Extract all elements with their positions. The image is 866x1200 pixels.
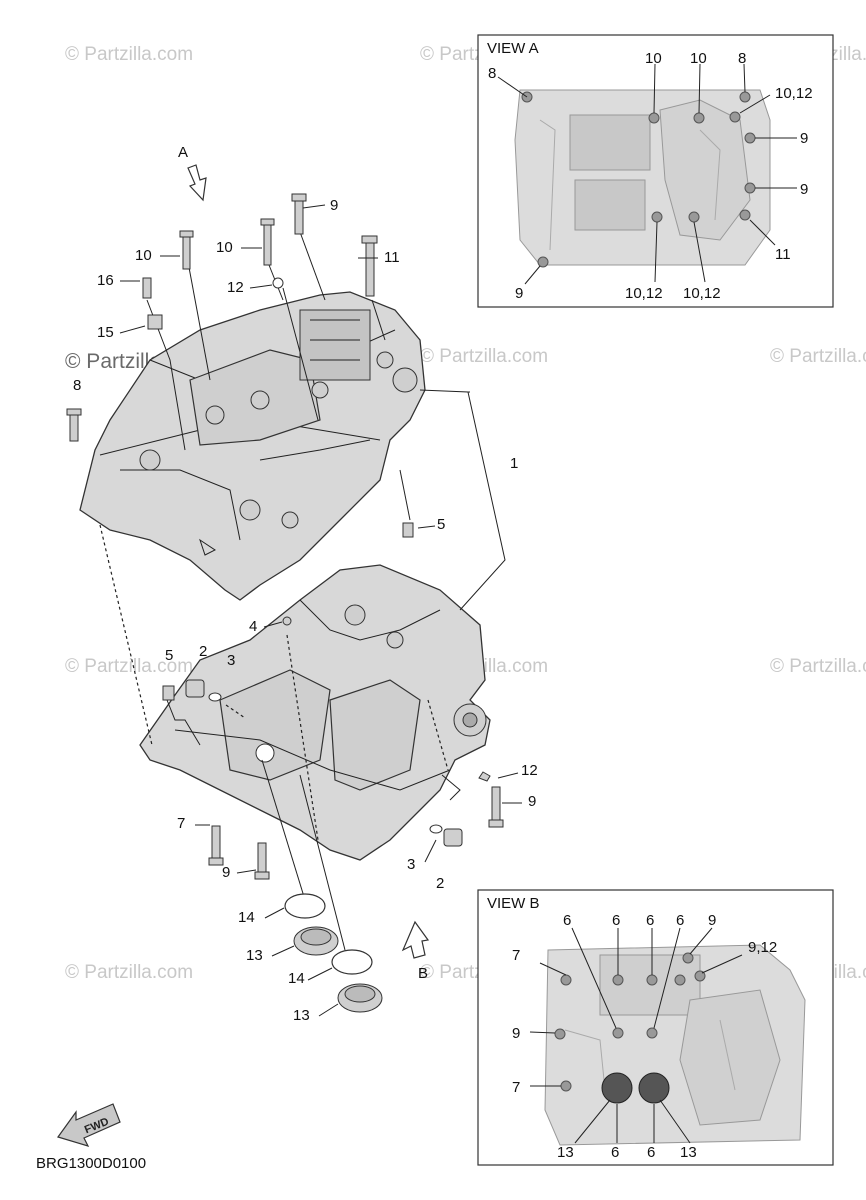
callout-label: 12 [227, 279, 244, 296]
callout-label: 4 [249, 618, 257, 635]
callout-label: 6 [563, 912, 571, 929]
callout-label: 9 [708, 912, 716, 929]
callout-label: 10,12 [683, 285, 721, 302]
callout-label: 2 [436, 875, 444, 892]
callout-label: 10,12 [625, 285, 663, 302]
callout-label: 10 [645, 50, 662, 67]
callout-label: 14 [238, 909, 255, 926]
view-a-inset: VIEW A 8 10 10 8 10,12 9 9 11 10,12 10,1… [477, 34, 834, 308]
callout-label: 6 [611, 1144, 619, 1161]
leader-lines [99, 231, 506, 951]
callout-label: 6 [647, 1144, 655, 1161]
callout-label: 9,12 [748, 939, 777, 956]
callout-label: 13 [680, 1144, 697, 1161]
callout-label: 3 [407, 856, 415, 873]
view-b-inset: VIEW B 7 6 6 6 6 9 9,12 9 7 13 6 6 [477, 889, 834, 1166]
callout-label: 10,12 [775, 85, 813, 102]
watermark: © Partzilla.com [770, 346, 866, 367]
callout-label: 14 [288, 970, 305, 987]
main-callouts: 9 10 10 11 16 12 15 8 1 5 4 5 2 3 12 9 7… [73, 197, 538, 1024]
callout-label: 9 [512, 1025, 520, 1042]
callout-label: 7 [512, 1079, 520, 1096]
diagram-code: BRG1300D0100 [36, 1155, 146, 1172]
watermark: © Partzilla.com [770, 656, 866, 677]
callout-label: 13 [246, 947, 263, 964]
callout-label: 11 [775, 246, 791, 263]
callout-label: 2 [199, 643, 207, 660]
callout-label: 6 [612, 912, 620, 929]
arrow-a-label: A [178, 144, 188, 161]
fwd-arrow: FWD [57, 1103, 121, 1147]
callout-label: 9 [528, 793, 536, 810]
callout-label: 1 [510, 455, 518, 472]
bolt-icon [294, 197, 304, 235]
fwd-arrow-icon [57, 1103, 121, 1147]
callout-label: 13 [293, 1007, 310, 1024]
callout-label: 9 [515, 285, 523, 302]
callout-label: 6 [646, 912, 654, 929]
callout-label: 8 [738, 50, 746, 67]
up-arrow-icon [401, 920, 430, 959]
callout-label: 9 [800, 181, 808, 198]
callout-label: 16 [97, 272, 114, 289]
view-a-arrow: A [178, 144, 207, 202]
bolts [66, 193, 504, 1013]
callout-label: 8 [73, 377, 81, 394]
watermark: © Partzilla.com [65, 656, 193, 677]
callout-label: 8 [488, 65, 496, 82]
callout-label: 3 [227, 652, 235, 669]
callout-label: 7 [177, 815, 185, 832]
view-a-title: VIEW A [487, 40, 539, 57]
callout-label: 6 [676, 912, 684, 929]
callout-label: 9 [330, 197, 338, 214]
callout-label: 12 [521, 762, 538, 779]
watermark: © Partzilla.com [420, 346, 548, 367]
watermark: © Partzilla.com [65, 44, 193, 65]
callout-label: 10 [690, 50, 707, 67]
down-arrow-icon [187, 164, 207, 202]
callout-label: 11 [384, 249, 400, 266]
callout-label: 5 [165, 647, 173, 664]
callout-label: 10 [216, 239, 233, 256]
callout-label: 9 [222, 864, 230, 881]
callout-label: 5 [437, 516, 445, 533]
watermark: © Partzilla.com [65, 962, 193, 983]
callout-label: 9 [800, 130, 808, 147]
callout-label: 15 [97, 324, 114, 341]
lower-crankcase [139, 564, 491, 861]
arrow-b-label: B [418, 965, 428, 982]
view-b-title: VIEW B [487, 895, 540, 912]
view-b-arrow: B [401, 920, 430, 982]
callout-label: 7 [512, 947, 520, 964]
callout-label: 13 [557, 1144, 574, 1161]
callout-label: 10 [135, 247, 152, 264]
upper-crankcase [79, 291, 426, 601]
